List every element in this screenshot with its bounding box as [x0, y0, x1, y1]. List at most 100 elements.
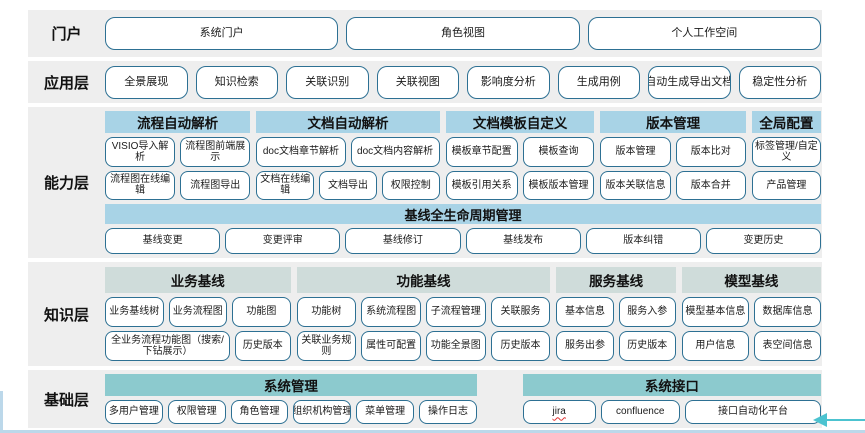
diagram-box-label: 基线发布 [503, 235, 544, 247]
diagram-box: 模板章节配置 [445, 137, 518, 167]
diagram-box-label: 业务基线树 [109, 306, 160, 318]
diagram-box: 属性可配置 [361, 331, 421, 361]
diagram-box-label: 权限管理 [176, 406, 217, 418]
group-version-management: 版本管理版本管理版本比对版本关联信息版本合并 [600, 111, 746, 200]
diagram-box: VISIO导入解析 [105, 137, 176, 167]
button-row: 全景展现知识检索关联识别关联视图影响度分析生成用例自动生成导出文档稳定性分析 [105, 65, 821, 99]
button-row: 产品管理 [751, 170, 821, 200]
diagram-box-label: 全业务流程功能图（搜索/下钻展示） [111, 334, 224, 357]
button-row: 业务基线树业务流程图功能图 [105, 297, 291, 327]
diagram-box: 菜单管理 [356, 400, 415, 424]
diagram-box-label: 子流程管理 [430, 306, 481, 318]
diagram-box: 权限管理 [167, 400, 226, 424]
diagram-box: 业务流程图 [168, 297, 228, 327]
diagram-box: 稳定性分析 [738, 65, 821, 99]
diagram-box-label: 接口自动化平台 [717, 406, 788, 418]
diagram-box-label: 数据库信息 [762, 306, 813, 318]
diagram-box: doc文档内容解析 [350, 137, 440, 167]
layer-content-knowledge: 业务基线业务基线树业务流程图功能图全业务流程功能图（搜索/下钻展示） 历史版本 功能… [105, 262, 822, 366]
diagram-box-label: 业务流程图 [172, 306, 223, 318]
diagram-box-label: 用户信息 [695, 340, 736, 352]
layer-content-application: 全景展现知识检索关联识别关联视图影响度分析生成用例自动生成导出文档稳定性分析 [105, 61, 822, 103]
button-row: 用户信息表空间信息 [681, 331, 822, 361]
diagram-box-label: 全景展现 [124, 75, 169, 88]
diagram-box-label: 组织机构管理 [293, 406, 352, 418]
diagram-box: 变更历史 [705, 228, 822, 254]
group-header-process-auto-parse: 流程自动解析 [105, 111, 251, 133]
diagram-box-label: 角色管理 [239, 406, 280, 418]
diagram-box: 关联服务 [490, 297, 551, 327]
button-row: 模板引用关系模板版本管理 [445, 170, 595, 200]
diagram-box: 数据库信息 [753, 297, 822, 327]
layer-label-foundation: 基础层 [43, 391, 89, 409]
diagram-box: 基线修订 [345, 228, 461, 254]
diagram-box: 权限控制 [381, 170, 440, 200]
diagram-box: 组织机构管理 [293, 400, 352, 424]
button-row: 标签管理/自定义 [751, 137, 821, 167]
layer-band-application: 应用层全景展现知识检索关联识别关联视图影响度分析生成用例自动生成导出文档稳定性分… [28, 61, 822, 103]
group-header-version-management: 版本管理 [600, 111, 746, 133]
diagram-box: 基本信息 [556, 297, 614, 327]
diagram-box: 关联识别 [286, 65, 369, 99]
diagram-box-label: 版本比对 [690, 146, 731, 158]
diagram-box-label: 系统门户 [199, 27, 244, 40]
diagram-box-label: 功能树 [311, 306, 342, 318]
button-row: 功能树 系统流程图子流程管理关联服务 [296, 297, 551, 327]
button-row: 多用户管理 权限管理 角色管理 组织机构管理菜单管理操作日志 [105, 400, 477, 424]
diagram-box-label: 版本纠错 [623, 235, 664, 247]
diagram-box-label: 关联识别 [305, 75, 350, 88]
diagram-box-label: 自动生成导出文档 [648, 75, 731, 88]
button-row: 版本管理版本比对 [600, 137, 746, 167]
diagram-box-label: doc文档章节解析 [262, 146, 339, 158]
diagram-box-label: 流程图导出 [190, 179, 241, 191]
diagram-box-label: 历史版本 [242, 340, 283, 352]
diagram-box: 全景展现 [105, 65, 188, 99]
button-row: doc文档章节解析 doc文档内容解析 [256, 137, 440, 167]
button-row: 模板章节配置 模板查询 [445, 137, 595, 167]
button-row: VISIO导入解析流程图前端展示 [105, 137, 251, 167]
group-global-config: 全局配置标签管理/自定义产品管理 [751, 111, 821, 200]
diagram-box: 子流程管理 [425, 297, 486, 327]
diagram-box: 系统流程图 [361, 297, 421, 327]
diagram-box-label: 流程图在线编辑 [110, 174, 171, 197]
group-header-system-interface: 系统接口 [522, 374, 821, 396]
button-row: 流程图在线编辑 流程图导出 [105, 170, 251, 200]
group-model-baseline: 模型基线模型基本信息数据库信息用户信息表空间信息 [681, 267, 822, 361]
diagram-box-label: 模板引用关系 [451, 179, 512, 191]
diagram-box: 产品管理 [751, 170, 821, 200]
diagram-box: 多用户管理 [105, 400, 163, 424]
diagram-box: jira [522, 400, 596, 424]
group-header-business-baseline: 业务基线 [105, 267, 291, 293]
group-header-service-baseline: 服务基线 [556, 267, 676, 293]
diagram-box-label: 操作日志 [427, 406, 468, 418]
group-header-doc-auto-parse: 文档自动解析 [256, 111, 440, 133]
diagram-box: 自动生成导出文档 [648, 65, 731, 99]
diagram-box-label: 功能全景图 [430, 340, 481, 352]
layer-content-portal: 系统门户角色视图个人工作空间 [105, 10, 822, 57]
diagram-box: 流程图在线编辑 [105, 170, 176, 200]
layer-label-application: 应用层 [43, 74, 89, 92]
button-row: 系统门户角色视图个人工作空间 [105, 17, 821, 50]
diagram-box-label: 知识检索 [214, 75, 259, 88]
diagram-box: 操作日志 [419, 400, 477, 424]
diagram-box-label: 产品管理 [766, 179, 807, 191]
diagram-box-label: 生成用例 [576, 75, 621, 88]
diagram-box-label: 流程图前端展示 [185, 140, 246, 163]
diagram-box-label: 权限控制 [390, 179, 431, 191]
diagram-box-label: 影响度分析 [480, 75, 536, 88]
diagram-box: 服务出参 [556, 331, 614, 361]
diagram-box-label: 变更历史 [743, 235, 784, 247]
diagram-box-label: 版本关联信息 [605, 179, 666, 191]
diagram-box-label: 属性可配置 [366, 340, 417, 352]
diagram-box-label: 模板查询 [538, 146, 579, 158]
diagram-box-label: 模板章节配置 [451, 146, 512, 158]
